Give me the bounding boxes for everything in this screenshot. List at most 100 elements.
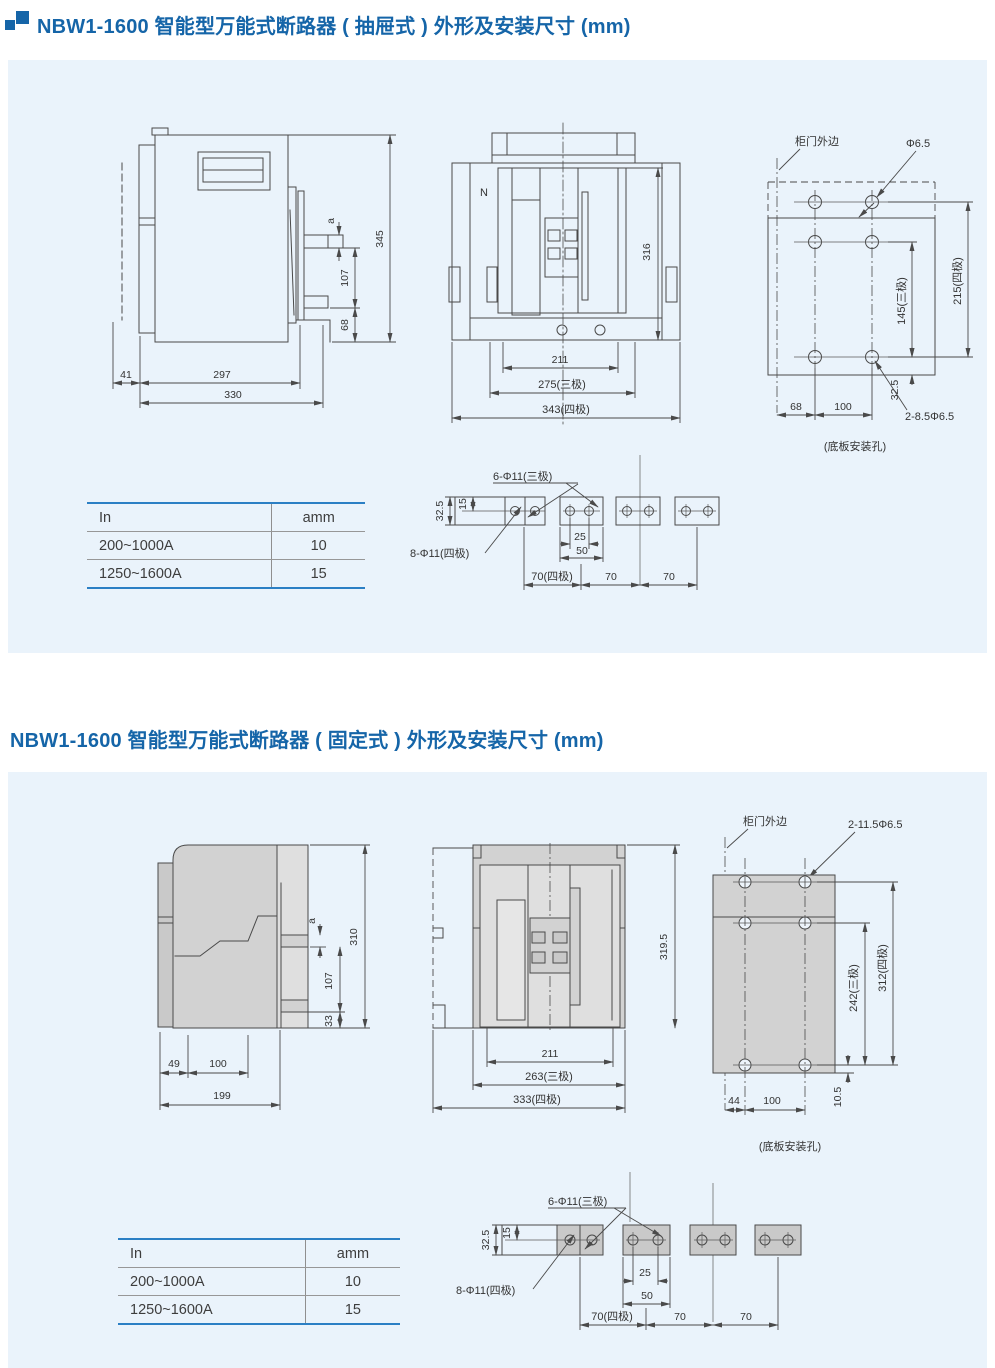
dim-199: 199: [213, 1090, 231, 1102]
dim-242-3p: 242(三极): [846, 964, 860, 1012]
dim-319.5: 319.5: [658, 934, 670, 960]
s2-busbar-dimensions: 32.5 15 6-Φ11(三极) 8-Φ11(四极) 25 50 70(四极)…: [456, 1194, 779, 1330]
section2-title: NBW1-1600 智能型万能式断路器 ( 固定式 ) 外形及安装尺寸 (mm): [10, 730, 604, 752]
dim-25: 25: [639, 1267, 651, 1279]
s1-mounting-plate-drawing: 柜门外边 Φ6.5 215(四极) 145(三极) 32.5 2-8.5Φ6.5: [767, 134, 973, 453]
s1-front-outline: [448, 122, 681, 425]
dim-263-3p: 263(三极): [525, 1069, 573, 1083]
dim-a: a: [325, 218, 337, 224]
dim-32p5: 32.5: [480, 1230, 492, 1251]
s1-front-view-drawing: N 316 211 275(三极) 343(四极): [448, 122, 681, 425]
dim-345: 345: [374, 230, 386, 248]
label-n-pole: N: [480, 187, 488, 199]
label-2-8.5: 2-8.5Φ6.5: [905, 411, 954, 423]
table-row: 200~1000A 10: [118, 1268, 400, 1296]
cell-amm: 15: [310, 565, 327, 582]
s2-mounting-plate-drawing: 柜门外边 2-11.5Φ6.5 312(四极) 242(三极) 10.5 44: [712, 814, 902, 1153]
dim-211: 211: [542, 1048, 559, 1060]
s2-front-view-drawing: 319.5 211 263(三极) 333(四极): [432, 843, 680, 1113]
s1-busbar-drawing: 32.5 15 6-Φ11(三极) 8-Φ11(四极) 25 50 70(四极)…: [410, 455, 720, 590]
dim-41: 41: [120, 369, 132, 381]
dim-32p5: 32.5: [889, 380, 901, 401]
table-row: 1250~1600A 15: [118, 1296, 400, 1323]
table-row: 1250~1600A 15: [87, 560, 365, 587]
label-door-edge: 柜门外边: [795, 134, 839, 148]
dim-49: 49: [168, 1058, 180, 1070]
s1-side-dimensions: a 107 68 345 41 297 330: [112, 134, 396, 408]
dim-10.5: 10.5: [832, 1087, 844, 1108]
dim-68: 68: [790, 401, 802, 413]
dim-211: 211: [552, 354, 569, 366]
dim-44: 44: [728, 1095, 740, 1107]
table-header-row: In amm: [118, 1240, 400, 1268]
dim-25: 25: [574, 531, 586, 543]
s1-plate-caption: (底板安装孔): [824, 439, 886, 453]
title-bullet-icon: [5, 20, 15, 30]
dim-215-4p: 215(四极): [950, 257, 964, 305]
dim-100: 100: [763, 1095, 781, 1107]
dim-316: 316: [641, 243, 653, 261]
section1-title: NBW1-1600 智能型万能式断路器 ( 抽屉式 ) 外形及安装尺寸 (mm): [37, 16, 631, 38]
dim-70: 70: [605, 571, 617, 583]
dim-15: 15: [457, 498, 469, 510]
dim-333-4p: 333(四极): [513, 1092, 561, 1106]
s2-side-view-drawing: a 107 33 310 49 100 199: [157, 844, 370, 1110]
s1-busbar-dimensions: 32.5 15 6-Φ11(三极) 8-Φ11(四极) 25 50 70(四极)…: [410, 469, 698, 590]
s1-front-dimensions: 316 211 275(三极) 343(四极): [451, 167, 681, 423]
s1-side-view-drawing: a 107 68 345 41 297 330: [112, 127, 396, 408]
dim-107: 107: [323, 972, 335, 990]
dim-70: 70: [740, 1311, 752, 1323]
s2-front-outline: [432, 843, 626, 1030]
dim-32p5: 32.5: [434, 501, 446, 522]
col-header-in: In: [118, 1240, 306, 1267]
label-6-phi11: 6-Φ11(三极): [548, 1194, 607, 1208]
s2-front-dimensions: 319.5 211 263(三极) 333(四极): [432, 844, 680, 1113]
table-header-row: In amm: [87, 504, 365, 532]
dim-297: 297: [213, 369, 231, 381]
dim-100: 100: [834, 401, 852, 413]
dim-50: 50: [576, 545, 588, 557]
dim-107: 107: [339, 269, 351, 287]
dim-100: 100: [209, 1058, 227, 1070]
dim-70: 70: [663, 571, 675, 583]
s2-side-outline: [157, 844, 309, 1029]
cell-amm: 15: [344, 1301, 361, 1318]
cell-amm: 10: [344, 1273, 361, 1290]
label-8-phi11: 8-Φ11(四极): [456, 1283, 515, 1297]
dim-50: 50: [641, 1290, 653, 1302]
label-2-11.5: 2-11.5Φ6.5: [848, 819, 902, 831]
col-header-amm: amm: [302, 509, 335, 526]
dim-145-3p: 145(三极): [894, 277, 908, 325]
s1-dims-table: In amm 200~1000A 10 1250~1600A 15: [87, 502, 365, 589]
s1-plate-holes: [808, 195, 879, 364]
dim-330: 330: [224, 389, 242, 401]
label-6-phi11: 6-Φ11(三极): [493, 469, 552, 483]
s1-plate-dimensions: 215(四极) 145(三极) 32.5 2-8.5Φ6.5 68 100: [776, 201, 973, 423]
section1-panel: [8, 60, 987, 653]
label-hole-dia: Φ6.5: [906, 138, 930, 150]
col-header-amm: amm: [336, 1245, 370, 1262]
col-header-in: In: [87, 504, 273, 531]
s2-busbar-drawing: 32.5 15 6-Φ11(三极) 8-Φ11(四极) 25 50 70(四极)…: [456, 1172, 802, 1330]
cell-in-range: 200~1000A: [118, 1268, 306, 1295]
cell-amm: 10: [310, 537, 327, 554]
dim-275-3p: 275(三极): [538, 377, 586, 391]
dim-70-4p: 70(四极): [591, 1309, 633, 1323]
dim-310: 310: [348, 928, 360, 946]
dim-a: a: [306, 918, 318, 924]
dim-343-4p: 343(四极): [542, 402, 590, 416]
label-8-phi11: 8-Φ11(四极): [410, 546, 469, 560]
s2-plate-caption: (底板安装孔): [759, 1139, 821, 1153]
dim-15: 15: [501, 1227, 513, 1239]
s2-side-dimensions: a 107 33 310 49 100 199: [159, 844, 370, 1110]
cell-in-range: 1250~1600A: [87, 560, 273, 587]
dim-33: 33: [323, 1015, 335, 1027]
table-row: 200~1000A 10: [87, 532, 365, 560]
dim-70: 70: [674, 1311, 686, 1323]
dim-70-4p: 70(四极): [531, 569, 573, 583]
cell-in-range: 200~1000A: [87, 532, 273, 559]
s2-dims-table: In amm 200~1000A 10 1250~1600A 15: [118, 1238, 400, 1325]
cell-in-range: 1250~1600A: [118, 1296, 306, 1323]
label-door-edge: 柜门外边: [743, 814, 787, 828]
